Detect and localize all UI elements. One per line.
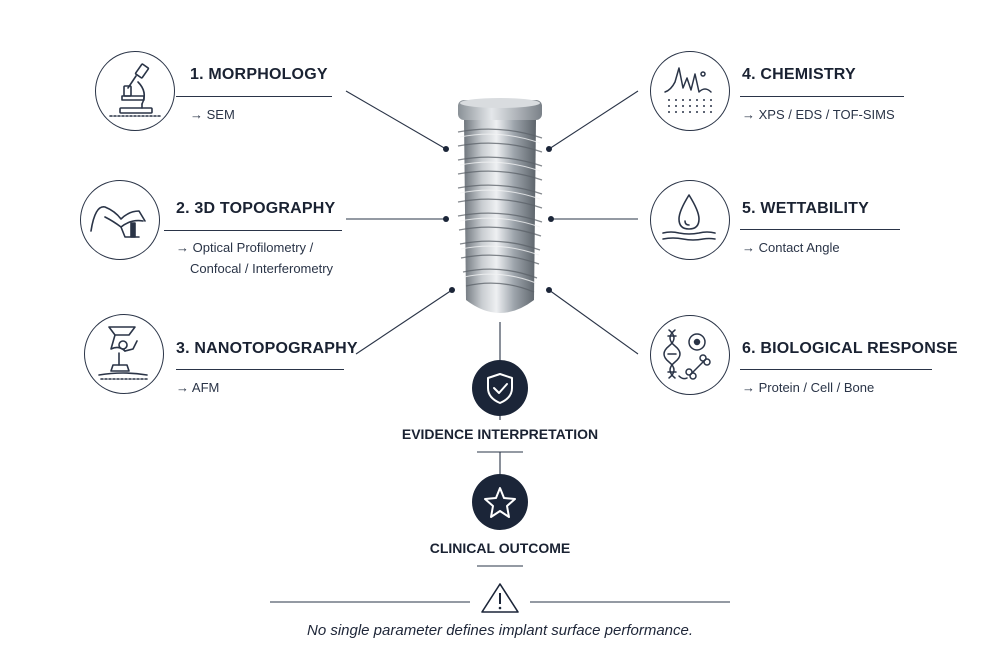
dental-implant <box>457 98 543 313</box>
star-icon <box>472 474 528 530</box>
param-method-morphology: → SEM <box>190 107 235 122</box>
warning-icon <box>481 583 519 613</box>
param-divider <box>176 96 332 97</box>
param-divider <box>164 230 342 231</box>
dna-cell-bone-icon <box>650 315 730 395</box>
param-title-biological-response: 6. BIOLOGICAL RESPONSE <box>742 340 958 357</box>
param-divider <box>740 229 900 230</box>
param-title-chemistry: 4. CHEMISTRY <box>742 66 856 83</box>
param-method-biological-response: → Protein / Cell / Bone <box>742 380 875 395</box>
water-drop-icon <box>650 180 730 260</box>
clinical-outcome-label: CLINICAL OUTCOME <box>429 540 571 556</box>
param-method-wettability: → Contact Angle <box>742 240 840 255</box>
param-title-wettability: 5. WETTABILITY <box>742 200 869 217</box>
param-method-chemistry: → XPS / EDS / TOF-SIMS <box>742 107 895 122</box>
param-title-3d-topography: 2. 3D TOPOGRAPHY <box>176 200 336 217</box>
param-title-nanotopography: 3. NANOTOPOGRAPHY <box>176 340 358 357</box>
footer-note: No single parameter defines implant surf… <box>306 622 694 639</box>
surface-profile-icon <box>80 180 160 260</box>
param-method-3d-topography-line2: Confocal / Interferometry <box>190 261 334 276</box>
param-divider <box>740 96 904 97</box>
shield-check-icon <box>472 360 528 416</box>
microscope-icon <box>95 51 175 131</box>
afm-probe-icon <box>84 314 164 394</box>
connector-lines <box>345 90 639 567</box>
param-divider <box>176 369 344 370</box>
param-title-morphology: 1. MORPHOLOGY <box>190 66 328 83</box>
spectrum-icon <box>650 51 730 131</box>
connector-dots <box>443 146 554 293</box>
param-method-3d-topography: → Optical Profilometry / <box>176 240 314 255</box>
evidence-interpretation-label: EVIDENCE INTERPRETATION <box>401 426 599 442</box>
param-divider <box>740 369 932 370</box>
param-method-nanotopography: → AFM <box>176 380 220 395</box>
